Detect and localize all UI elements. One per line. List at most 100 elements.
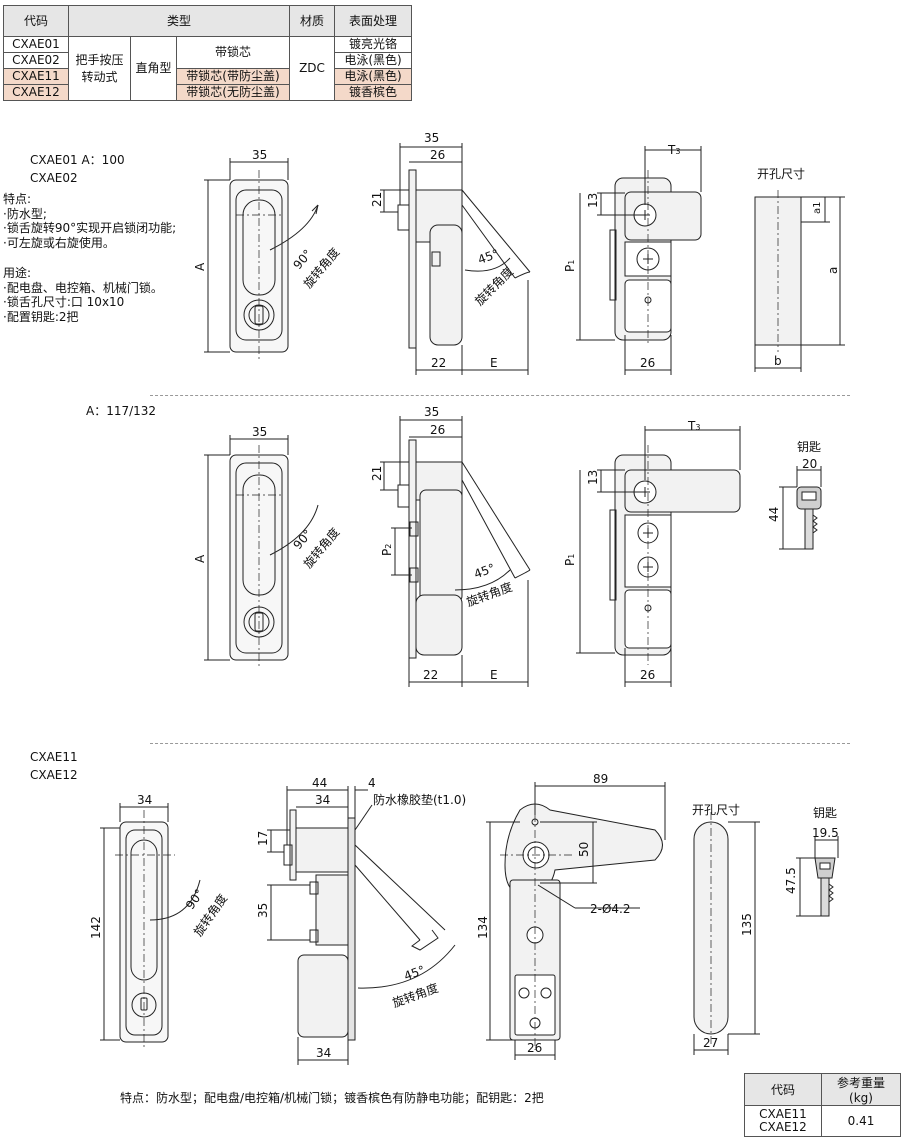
code-cell: CXAE02 (3, 52, 69, 69)
dim-label: 50 (577, 842, 591, 857)
dim-label: 旋转角度 (472, 264, 517, 309)
feature-item: ·防水型; (3, 206, 47, 221)
code-cell: CXAE01 (3, 36, 69, 53)
back-view-2 (576, 426, 741, 687)
dim-label: 45° (476, 247, 501, 267)
finish-cell: 镀香槟色 (334, 84, 412, 101)
front-view-2 (204, 435, 319, 668)
material-cell: ZDC (289, 36, 335, 101)
dim-label: E (490, 356, 498, 370)
dim-label: 45° (402, 963, 427, 983)
type-sub: 直角型 (130, 36, 177, 101)
dim-label: 34 (316, 1046, 331, 1060)
dim-label: 35 (256, 903, 270, 918)
key-icon (796, 836, 839, 917)
dim-label: 13 (586, 193, 600, 208)
section-divider (150, 743, 850, 744)
dim-label: a (826, 267, 840, 274)
dim-label: 13 (586, 470, 600, 485)
dim-label: P1 (563, 260, 577, 272)
dim-label: b (774, 354, 782, 368)
code-cell: CXAE12 (3, 84, 69, 101)
gasket-label: 防水橡胶垫(t1.0) (373, 792, 466, 807)
dim-label: P2 (380, 544, 394, 556)
dim-label: A (193, 262, 207, 271)
dim-label: 35 (424, 405, 439, 419)
weight-value-cell: 0.41 (821, 1105, 901, 1137)
dim-label: 44 (312, 776, 327, 790)
dim-label: 26 (640, 668, 655, 682)
dim-label: 4 (368, 776, 376, 790)
type-lock-core-dust: 带锁芯(带防尘盖) (175, 68, 291, 85)
features-title: 特点: (3, 192, 32, 206)
dim-label: 135 (740, 913, 754, 936)
model-line: CXAE11 (30, 750, 78, 764)
cutout-view-1 (754, 190, 845, 372)
type-lock-core: 带锁芯 (175, 36, 291, 69)
dim-label: 27 (703, 1036, 718, 1050)
dim-label: 17 (256, 831, 270, 846)
model-line: CXAE12 (30, 768, 78, 782)
key-icon (779, 466, 822, 550)
model-line: CXAE02 (30, 171, 78, 185)
finish-cell: 电泳(黑色) (334, 52, 412, 69)
dim-label: 22 (423, 668, 438, 682)
dim-label: 35 (424, 131, 439, 145)
dim-label: 21 (370, 466, 384, 481)
finish-cell: 镀亮光铬 (334, 36, 412, 53)
dim-label: T3 (687, 419, 700, 433)
dim-label: 134 (476, 916, 490, 939)
feature-item: ·锁舌旋转90°实现开启锁闭功能; (3, 221, 177, 235)
weight-table: 代码 参考重量(kg) CXAE11 CXAE12 0.41 (744, 1073, 901, 1137)
side-view-1 (380, 143, 531, 375)
dim-label: 22 (431, 356, 446, 370)
model-line: A：117/132 (86, 404, 157, 418)
dim-label: P1 (563, 554, 577, 566)
cutout-title: 开孔尺寸 (757, 167, 805, 181)
dim-label: 26 (430, 148, 445, 162)
features-block: 特点: ·防水型; ·锁舌旋转90°实现开启锁闭功能; ·可左旋或右旋使用。 (3, 192, 176, 250)
dim-label: 旋转角度 (390, 980, 440, 1011)
weight-header-code: 代码 (744, 1073, 822, 1106)
section-divider (150, 395, 850, 396)
key-title: 钥匙 (797, 440, 821, 454)
dim-label: 26 (640, 356, 655, 370)
dim-label: 34 (137, 793, 152, 807)
dim-label: 89 (593, 772, 608, 786)
weight-code-cell: CXAE11 CXAE12 (744, 1105, 822, 1137)
dim-label: 142 (89, 916, 103, 939)
dim-label: 90° (183, 886, 207, 911)
dim-label: 19.5 (812, 826, 839, 840)
cutout-view-3 (693, 812, 760, 1055)
cutout-title: 开孔尺寸 (692, 803, 740, 817)
dim-label: T3 (667, 143, 680, 157)
uses-title: 用途: (3, 266, 32, 280)
dim-label: 20 (802, 457, 817, 471)
side-view-2 (380, 416, 531, 687)
dim-label: 35 (252, 425, 267, 439)
dim-label: a1 (812, 202, 823, 215)
front-view-3 (100, 803, 201, 1050)
header-code: 代码 (3, 5, 69, 37)
dim-label: 35 (252, 148, 267, 162)
dim-label: 26 (527, 1041, 542, 1055)
model-line: CXAE01 A：100 (30, 153, 125, 167)
feature-item: ·可左旋或右旋使用。 (3, 235, 115, 250)
use-item: ·锁舌孔尺寸:口 10x10 (3, 295, 125, 309)
uses-block: 用途: ·配电盘、电控箱、机械门锁。 ·锁舌孔尺寸:口 10x10 ·配置钥匙:… (3, 266, 163, 324)
dim-label: 44 (767, 507, 781, 522)
type-lock-core-nodust: 带锁芯(无防尘盖) (175, 84, 291, 101)
use-item: ·配置钥匙:2把 (3, 309, 79, 324)
spec-table: 代码 类型 材质 表面处理 CXAE01 把手按压 转动式 直角型 带锁芯 ZD… (3, 5, 412, 101)
dim-label: 47.5 (784, 867, 798, 894)
back-view-1 (576, 146, 702, 375)
dim-label: 21 (370, 192, 384, 207)
dim-label: 45° (472, 561, 497, 581)
dim-label: A (193, 554, 207, 563)
header-finish: 表面处理 (334, 5, 412, 37)
front-view-1 (204, 158, 319, 360)
footer-note: 特点：防水型；配电盘/电控箱/机械门锁；镀香槟色有防静电功能；配钥匙：2把 (120, 1091, 544, 1105)
weight-header-weight: 参考重量(kg) (821, 1073, 901, 1106)
side-view-3 (267, 786, 456, 1065)
